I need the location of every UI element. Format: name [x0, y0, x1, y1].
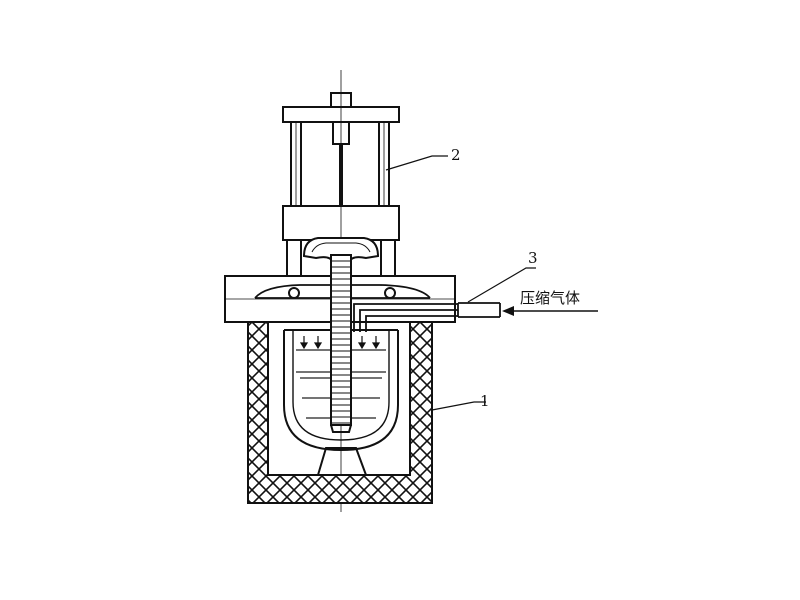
crucible-support	[317, 447, 367, 476]
top-plate	[282, 106, 400, 123]
crucible	[283, 330, 399, 452]
gas-inlet-arrow	[502, 306, 598, 316]
mold-cavity-inner	[311, 242, 371, 253]
lower-mold-right-leg	[380, 239, 396, 277]
gas-tube-label: 3	[528, 249, 538, 267]
furnace-label: 1	[480, 392, 490, 410]
riser-tube-bottom	[330, 424, 352, 433]
riser-tube	[330, 254, 352, 426]
gas-inlet-label: 压缩气体	[520, 289, 580, 307]
mold-label: 2	[451, 146, 461, 164]
mold-leader-line	[385, 155, 448, 171]
lower-mold-left-leg	[286, 239, 302, 277]
pressure-arrows	[299, 336, 381, 350]
furnace-wall	[247, 321, 433, 504]
left-clamp-bolt	[288, 287, 300, 299]
furnace-leader-line	[431, 401, 486, 411]
right-clamp-bolt	[384, 287, 396, 299]
crucible-inner-wall	[292, 330, 390, 441]
gas-tube-leader-line	[467, 267, 536, 303]
gas-inlet-pipe	[353, 302, 501, 332]
